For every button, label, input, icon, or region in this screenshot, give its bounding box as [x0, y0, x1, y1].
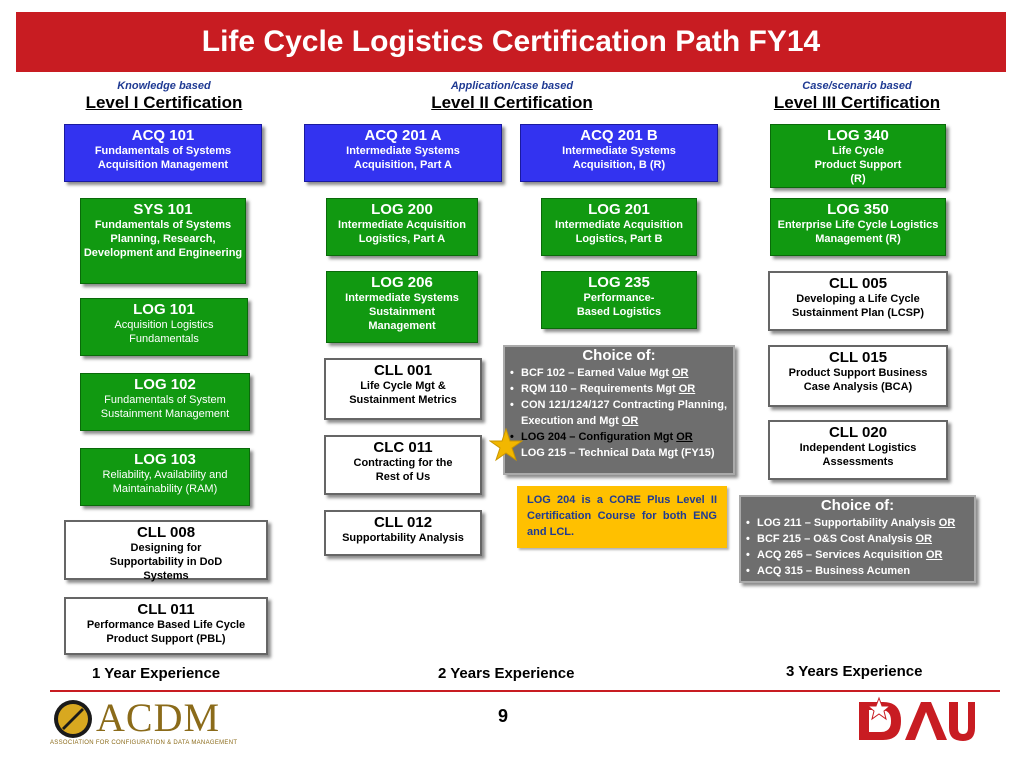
course-acq101: ACQ 101 Fundamentals of Systems Acquisit…	[64, 124, 262, 182]
choice-item-highlighted: LOG 204 – Configuration Mgt OR	[510, 429, 729, 445]
acdm-logo-icon	[54, 700, 92, 738]
course-log206: LOG 206 Intermediate Systems Sustainment…	[326, 271, 478, 343]
course-code: LOG 235	[588, 274, 650, 291]
course-cll020: CLL 020 Independent Logistics Assessment…	[768, 420, 948, 480]
choice-item: LOG 211 – Supportability Analysis OR	[746, 515, 970, 531]
choice-list: LOG 211 – Supportability Analysis OR BCF…	[741, 515, 974, 579]
choice-item: ACQ 315 – Business Acumen	[746, 563, 970, 579]
course-log200: LOG 200 Intermediate Acquisition Logisti…	[326, 198, 478, 256]
course-code: CLL 012	[373, 514, 433, 531]
course-cll001: CLL 001 Life Cycle Mgt & Sustainment Met…	[324, 358, 482, 420]
course-cll012: CLL 012 Supportability Analysis	[324, 510, 482, 556]
course-code: CLL 020	[828, 424, 888, 441]
course-code: LOG 201	[588, 201, 650, 218]
course-desc: Enterprise Life Cycle Logistics Manageme…	[777, 219, 939, 245]
choice-item: BCF 215 – O&S Cost Analysis OR	[746, 531, 970, 547]
course-log101: LOG 101 Acquisition Logistics Fundamenta…	[80, 298, 248, 356]
course-code: ACQ 101	[131, 127, 195, 144]
level-3-title: Level III Certification	[773, 93, 941, 112]
course-desc: Life Cycle Product Support (R)	[814, 145, 902, 185]
slide-title: Life Cycle Logistics Certification Path …	[16, 12, 1006, 72]
course-code: SYS 101	[133, 201, 193, 218]
course-clc011: CLC 011 Contracting for the Rest of Us	[324, 435, 482, 495]
core-plus-note: LOG 204 is a CORE Plus Level II Certific…	[517, 486, 727, 548]
course-desc: Fundamentals of System Sustainment Manag…	[100, 394, 230, 420]
course-desc: Intermediate Acquisition Logistics, Part…	[338, 219, 466, 245]
level-3-choice-box: Choice of: LOG 211 – Supportability Anal…	[739, 495, 976, 583]
experience-level-2: 2 Years Experience	[438, 665, 575, 682]
course-code: LOG 206	[371, 274, 433, 291]
course-acq201a: ACQ 201 A Intermediate Systems Acquisiti…	[304, 124, 502, 182]
choice-title: Choice of:	[582, 347, 656, 364]
choice-item: RQM 110 – Requirements Mgt OR	[510, 381, 729, 397]
course-desc: Contracting for the Rest of Us	[353, 457, 453, 483]
course-desc: Life Cycle Mgt & Sustainment Metrics	[349, 380, 457, 406]
level-1-header: Knowledge based Level I Certification	[62, 80, 266, 113]
course-code: CLL 001	[373, 362, 433, 379]
course-desc: Fundamentals of Systems Acquisition Mana…	[94, 145, 232, 171]
course-desc: Product Support Business Case Analysis (…	[788, 367, 928, 393]
course-cll008: CLL 008 Designing for Supportability in …	[64, 520, 268, 582]
course-log201: LOG 201 Intermediate Acquisition Logisti…	[541, 198, 697, 256]
course-desc: Acquisition Logistics Fundamentals	[114, 319, 214, 345]
course-code: LOG 102	[134, 376, 196, 393]
course-log235: LOG 235 Performance-Based Logistics	[541, 271, 697, 329]
course-log102: LOG 102 Fundamentals of System Sustainme…	[80, 373, 250, 431]
course-acq201b: ACQ 201 B Intermediate Systems Acquisiti…	[520, 124, 718, 182]
course-desc: Performance-Based Logistics	[576, 292, 662, 318]
course-code: CLC 011	[373, 439, 433, 456]
course-code: LOG 200	[371, 201, 433, 218]
acdm-tagline: ASSOCIATION FOR CONFIGURATION & DATA MAN…	[50, 740, 238, 746]
choice-item: ACQ 265 – Services Acquisition OR	[746, 547, 970, 563]
level-1-title: Level I Certification	[85, 93, 243, 112]
dau-logo-icon	[859, 696, 975, 741]
course-sys101: SYS 101 Fundamentals of Systems Planning…	[80, 198, 246, 284]
course-code: ACQ 201 A	[364, 127, 442, 144]
course-code: CLL 015	[828, 349, 888, 366]
level-3-subtitle: Case/scenario based	[802, 80, 912, 92]
course-desc: Intermediate Acquisition Logistics, Part…	[555, 219, 683, 245]
course-code: LOG 101	[133, 301, 195, 318]
choice-item: CON 121/124/127 Contracting Planning, Ex…	[510, 397, 729, 429]
level-3-header: Case/scenario based Level III Certificat…	[750, 80, 964, 113]
footer-divider	[50, 690, 1000, 692]
course-desc: Fundamentals of Systems Planning, Resear…	[83, 219, 243, 259]
choice-item: LOG 215 – Technical Data Mgt (FY15)	[510, 445, 729, 461]
course-code: CLL 011	[137, 601, 195, 618]
star-icon	[489, 428, 523, 462]
course-desc: Performance Based Life Cycle Product Sup…	[86, 619, 246, 645]
course-log103: LOG 103 Reliability, Availability and Ma…	[80, 448, 250, 506]
course-code: LOG 350	[827, 201, 889, 218]
experience-level-1: 1 Year Experience	[92, 665, 221, 682]
choice-list: BCF 102 – Earned Value Mgt OR RQM 110 – …	[505, 365, 733, 461]
level-1-subtitle: Knowledge based	[117, 80, 211, 92]
acdm-logo-text: ACDM	[96, 695, 221, 740]
course-log340: LOG 340 Life Cycle Product Support (R)	[770, 124, 946, 188]
course-desc: Developing a Life Cycle Sustainment Plan…	[791, 293, 925, 319]
course-desc: Intermediate Systems Sustainment Managem…	[345, 292, 459, 332]
course-cll015: CLL 015 Product Support Business Case An…	[768, 345, 948, 407]
page-number: 9	[498, 706, 509, 726]
course-code: CLL 005	[828, 275, 888, 292]
course-cll011: CLL 011 Performance Based Life Cycle Pro…	[64, 597, 268, 655]
course-desc: Independent Logistics Assessments	[799, 442, 917, 468]
level-2-subtitle: Application/case based	[450, 80, 574, 92]
level-2-title: Level II Certification	[431, 93, 593, 112]
level-2-header: Application/case based Level II Certific…	[400, 80, 624, 113]
course-cll005: CLL 005 Developing a Life Cycle Sustainm…	[768, 271, 948, 331]
course-desc: Reliability, Availability and Maintainab…	[102, 469, 228, 495]
course-desc: Supportability Analysis	[342, 532, 464, 544]
course-desc: Intermediate Systems Acquisition, B (R)	[562, 145, 676, 171]
course-code: LOG 103	[134, 451, 196, 468]
course-code: ACQ 201 B	[580, 127, 658, 144]
course-log350: LOG 350 Enterprise Life Cycle Logistics …	[770, 198, 946, 256]
course-code: LOG 340	[827, 127, 889, 144]
course-code: CLL 008	[136, 524, 196, 541]
experience-level-3: 3 Years Experience	[786, 663, 923, 680]
level-2-choice-box: Choice of: BCF 102 – Earned Value Mgt OR…	[503, 345, 735, 475]
choice-title: Choice of:	[820, 497, 895, 514]
choice-item: BCF 102 – Earned Value Mgt OR	[510, 365, 729, 381]
course-desc: Intermediate Systems Acquisition, Part A	[346, 145, 460, 171]
course-desc: Designing for Supportability in DoD Syst…	[109, 542, 223, 582]
